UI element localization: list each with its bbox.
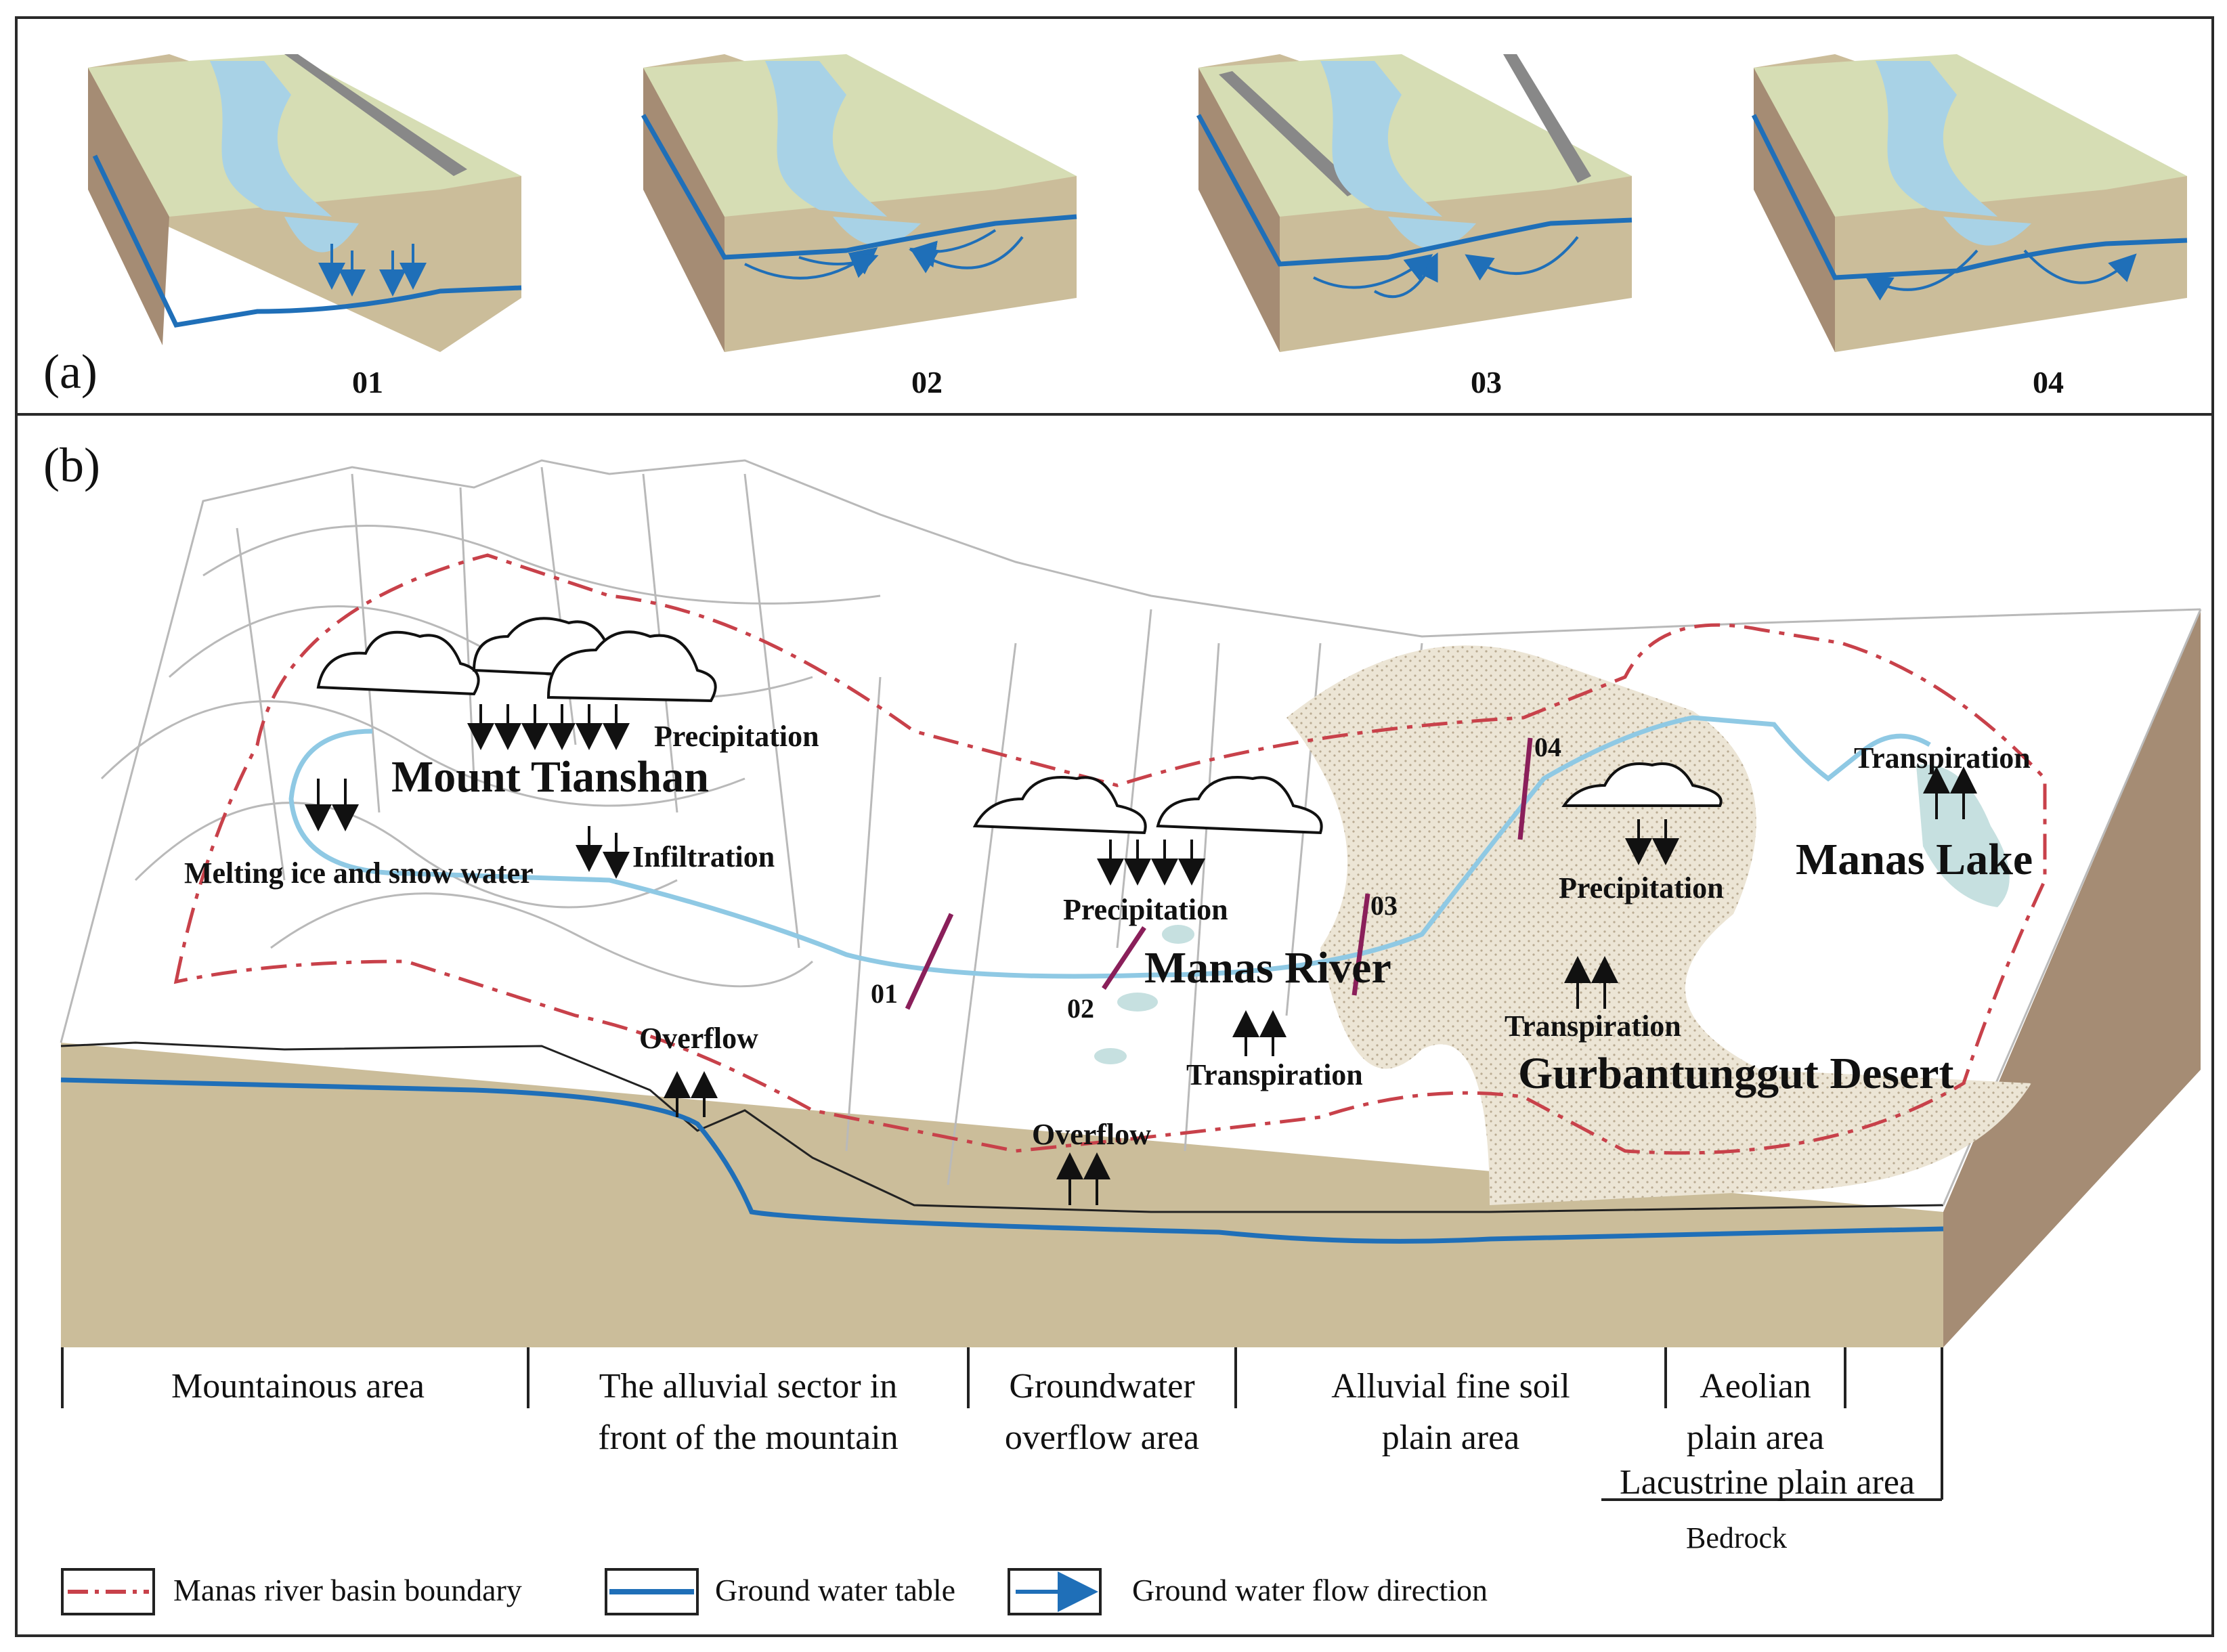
zone-overflow: Groundwater overflow area (968, 1361, 1236, 1464)
transpiration-label-2: Transpiration (1505, 1009, 1681, 1043)
manas-lake-shape (1916, 764, 2010, 907)
bedrock-label: Bedrock (1686, 1521, 1788, 1555)
section-markers (905, 737, 1533, 1010)
zone-mountainous: Mountainous area (68, 1361, 528, 1412)
transpiration-label-3: Transpiration (1854, 741, 2031, 775)
cross-section-01-label: 01 (352, 365, 383, 399)
cross-section-03-label: 03 (1471, 365, 1502, 399)
section-marker-04: 04 (1534, 732, 1561, 762)
panel-a-label: (a) (43, 345, 98, 399)
zone-label: The alluvial sector in (599, 1367, 898, 1406)
section-marker-02: 02 (1067, 993, 1094, 1024)
zone-alluvial-sector: The alluvial sector in front of the moun… (528, 1361, 968, 1464)
zone-label: Mountainous area (171, 1367, 425, 1406)
legend-water-table: Ground water table (715, 1573, 956, 1607)
cloud-icons (316, 617, 1723, 835)
block-04 (1751, 54, 2188, 352)
zone-label: plain area (1381, 1418, 1520, 1457)
block-02 (641, 54, 1077, 352)
block-03 (1196, 54, 1633, 352)
block-01 (88, 54, 522, 352)
zone-label: Alluvial fine soil (1331, 1367, 1570, 1406)
manas-river-label: Manas River (1144, 943, 1391, 993)
basin-boundary-line (173, 553, 2047, 1155)
cross-section-02-label: 02 (911, 365, 943, 399)
zone-alluvial-fine-soil: Alluvial fine soil plain area (1236, 1361, 1666, 1464)
overflow-label-2: Overflow (1032, 1118, 1151, 1151)
zone-label: Groundwater (1009, 1367, 1195, 1406)
melting-label: Melting ice and snow water (184, 856, 534, 890)
precipitation-label-1: Precipitation (654, 720, 819, 753)
transpiration-label-1: Transpiration (1186, 1058, 1363, 1091)
precipitation-label-3: Precipitation (1559, 871, 1724, 905)
mount-tianshan-label: Mount Tianshan (391, 752, 709, 802)
zone-label: Aeolian (1700, 1367, 1811, 1406)
zone-label: front of the mountain (598, 1418, 899, 1457)
zone-lacustrine: Lacustrine plain area (1591, 1457, 1943, 1508)
desert-area (1287, 645, 2031, 1205)
zone-label: plain area (1686, 1418, 1825, 1457)
zone-label: overflow area (1004, 1418, 1200, 1457)
panel-b-frame (15, 413, 2214, 1637)
precipitation-label-2: Precipitation (1063, 893, 1228, 926)
infiltration-label: Infiltration (632, 840, 775, 873)
panel-b-label: (b) (43, 438, 100, 492)
manas-river-line (288, 715, 1931, 979)
manas-lake-label: Manas Lake (1796, 835, 2033, 884)
gurbantunggut-desert-label: Gurbantunggut Desert (1518, 1049, 1954, 1098)
flow-arrows (305, 704, 1977, 1205)
legend-flow-direction: Ground water flow direction (1132, 1573, 1488, 1607)
water-table-line (60, 1077, 1944, 1244)
zone-aeolian: Aeolian plain area (1666, 1361, 1845, 1464)
section-marker-01: 01 (871, 978, 898, 1009)
cross-section-04-label: 04 (2033, 365, 2064, 399)
legend-basin-boundary: Manas river basin boundary (173, 1573, 522, 1607)
overflow-label-1: Overflow (639, 1022, 758, 1055)
section-marker-03: 03 (1370, 890, 1398, 921)
zone-label: Lacustrine plain area (1620, 1463, 1915, 1502)
zone-dividers (61, 1347, 1943, 1501)
legend-symbols (61, 1568, 1102, 1615)
